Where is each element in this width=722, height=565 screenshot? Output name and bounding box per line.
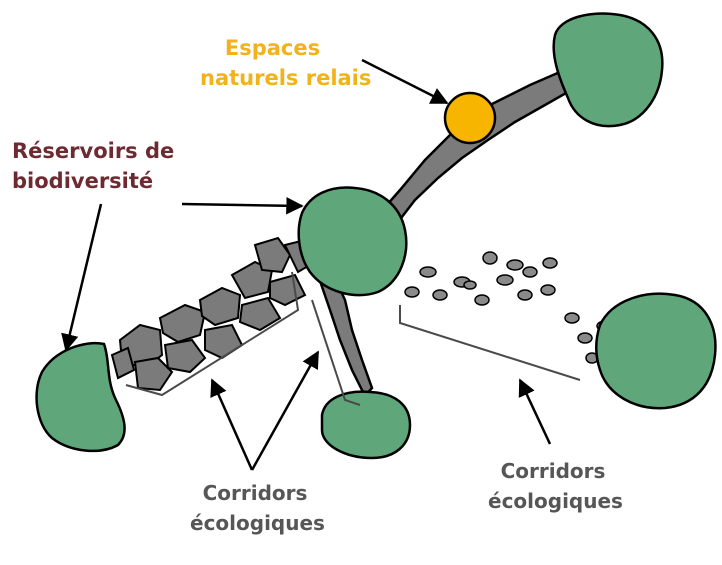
arrow-to-relais bbox=[362, 60, 447, 103]
label-corridors-left-line2: écologiques bbox=[190, 508, 320, 538]
reservoir-bottom bbox=[322, 392, 410, 458]
reservoir-left bbox=[37, 343, 125, 451]
label-relais-line2: naturels relais bbox=[200, 63, 345, 93]
label-corridors-right-line2: écologiques bbox=[488, 486, 618, 516]
stepping-stone-corridor-right bbox=[405, 252, 613, 363]
label-espaces-naturels-relais: Espaces naturels relais bbox=[200, 33, 345, 93]
bracket-right-corridor bbox=[400, 305, 580, 380]
label-corridors-right: Corridors écologiques bbox=[488, 456, 618, 516]
arrow-to-right-corridor bbox=[520, 380, 550, 444]
label-corridors-left: Corridors écologiques bbox=[190, 478, 320, 538]
reservoir-top-right bbox=[554, 14, 663, 127]
relais-natural-space bbox=[445, 93, 495, 143]
arrow-to-left-corridor bbox=[212, 380, 252, 470]
label-reservoirs-biodiversite: Réservoirs de biodiversité bbox=[12, 136, 174, 196]
arrow-to-linear-corridor bbox=[252, 352, 318, 470]
arrow-to-central-reservoir bbox=[182, 204, 302, 206]
stepping-stone-corridor-left bbox=[112, 238, 315, 390]
label-corridors-right-line1: Corridors bbox=[488, 456, 618, 486]
label-reservoirs-line1: Réservoirs de bbox=[12, 136, 174, 166]
arrow-to-left-reservoir bbox=[66, 204, 101, 350]
reservoir-central bbox=[299, 187, 407, 295]
label-reservoirs-line2: biodiversité bbox=[12, 166, 174, 196]
label-relais-line1: Espaces bbox=[200, 33, 345, 63]
label-corridors-left-line1: Corridors bbox=[190, 478, 320, 508]
reservoir-right bbox=[596, 294, 715, 408]
